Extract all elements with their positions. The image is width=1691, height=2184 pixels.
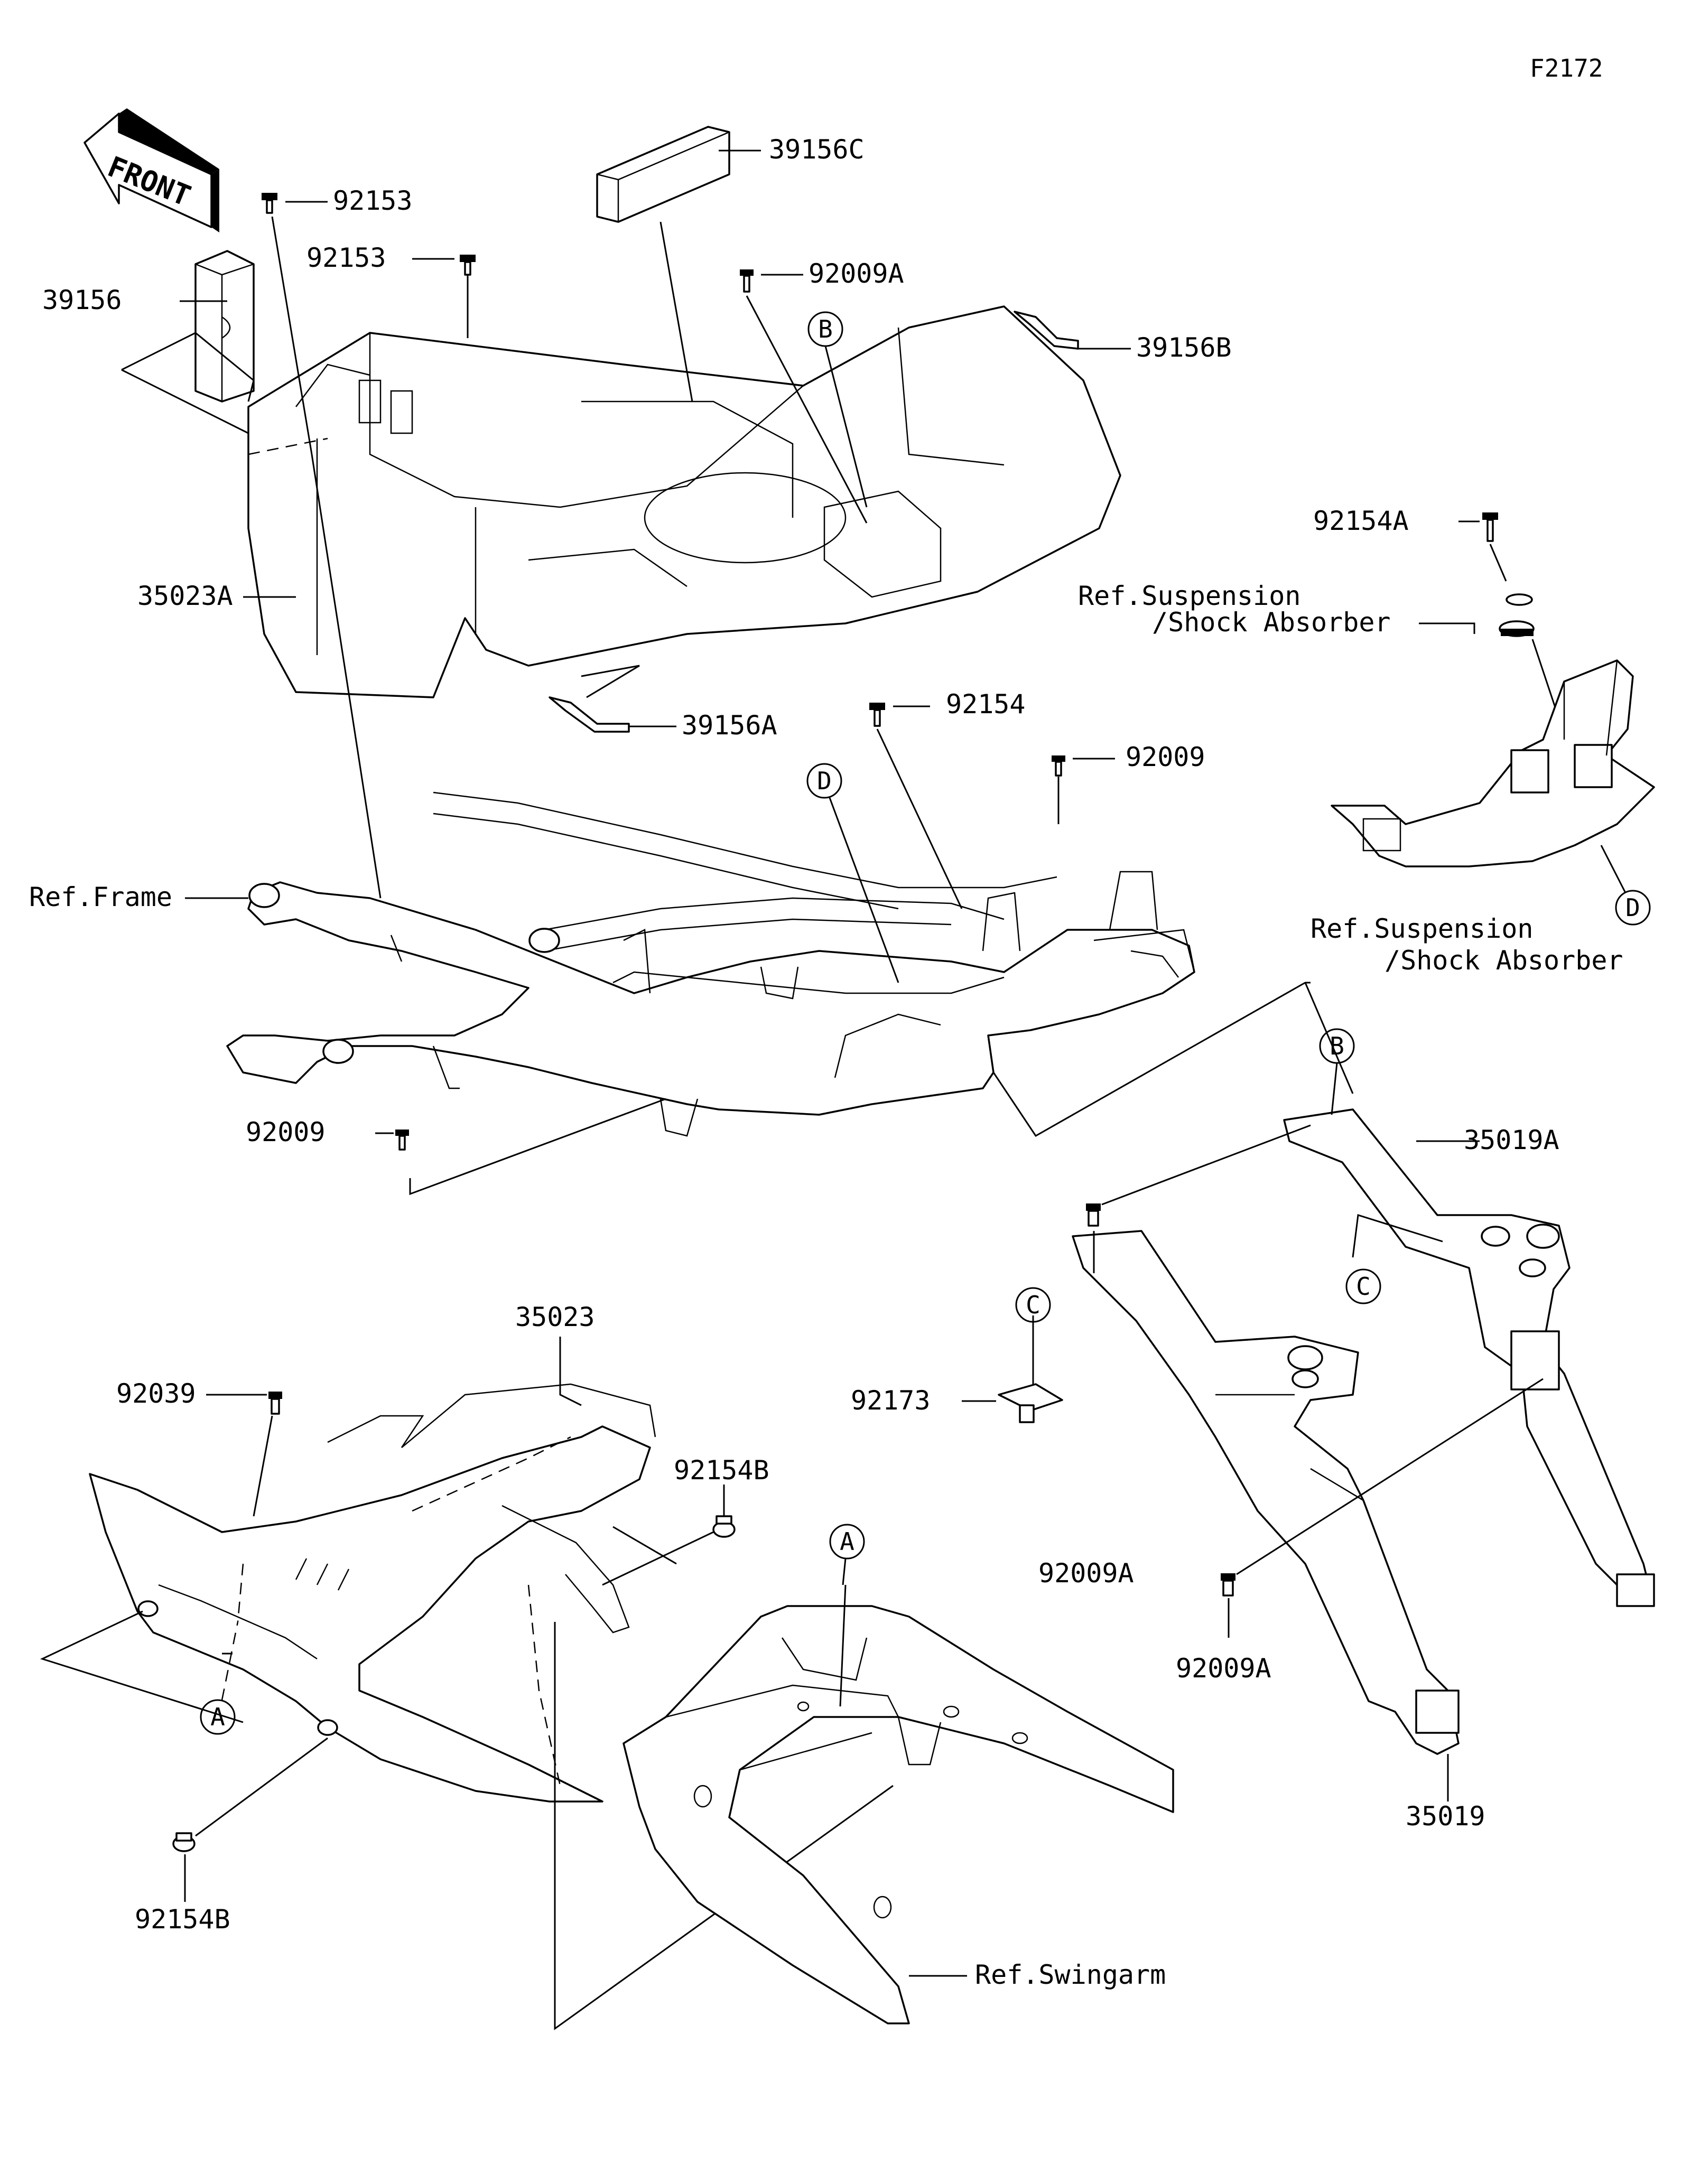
pad-39156 (194, 250, 255, 403)
callout-d-frame: D (806, 763, 842, 799)
shock-bracket (1331, 659, 1655, 867)
label-92009a-low: 92009A (1176, 1653, 1271, 1684)
leader-92154b-left-2 (195, 1737, 328, 1837)
leaders-top (121, 150, 1592, 909)
leader-a-swing-2 (842, 1558, 847, 1585)
label-ref-susp-bot-2: /Shock Absorber (1385, 945, 1623, 976)
bolt-92154b-left (172, 1832, 196, 1852)
leader-frame-b-2 (1304, 982, 1354, 1094)
svg-text:D: D (1625, 893, 1640, 922)
bolt-92154b-right (712, 1515, 736, 1538)
svg-text:A: A (210, 1703, 225, 1731)
leader-d-frame (829, 797, 899, 983)
leader-d-right (1600, 845, 1626, 892)
callout-c-clip: C (1015, 1287, 1051, 1323)
leader-c-right (1352, 1214, 1443, 1258)
leader-fender-hole (40, 1610, 244, 1723)
leader-92009a-mid (1101, 1124, 1311, 1206)
leader-92154b-right-2 (602, 1531, 714, 1586)
leader-35023a-frame (311, 454, 382, 899)
label-92154: 92154 (946, 689, 1026, 720)
pad-39156c (596, 126, 730, 223)
label-92009-top: 92009 (1126, 742, 1205, 772)
bolt-92154 (869, 703, 885, 727)
label-92173: 92173 (851, 1385, 931, 1416)
bolt-92153-a (262, 193, 277, 214)
label-39156c: 39156C (769, 134, 865, 165)
label-ref-swingarm: Ref.Swingarm (975, 1959, 1166, 1990)
label-35019: 35019 (1406, 1801, 1485, 1832)
label-92154a: 92154A (1313, 506, 1409, 536)
label-ref-susp-bot-1: Ref.Suspension (1311, 913, 1533, 944)
bolt-92039 (268, 1392, 282, 1415)
label-92009a-top: 92009A (809, 258, 904, 289)
label-92154b-left: 92154B (135, 1904, 230, 1935)
svg-text:C: C (1356, 1272, 1371, 1301)
label-92153-a: 92153 (333, 185, 413, 216)
label-92154b-right: 92154B (674, 1455, 769, 1486)
under-tray-35023a (247, 305, 1121, 698)
leader-92009a-low (1236, 1378, 1544, 1575)
strip-39156b (1014, 311, 1079, 350)
clip-92173 (998, 1383, 1063, 1423)
label-92009a-mid: 92009A (1038, 1558, 1134, 1589)
leader-92039-2 (253, 1415, 273, 1517)
label-ref-susp-top-1: Ref.Suspension (1078, 581, 1300, 611)
bolt-92009a-top (740, 269, 754, 293)
svg-text:C: C (1026, 1291, 1040, 1319)
leader-frame-b (992, 982, 1311, 1137)
label-35023: 35023 (515, 1302, 595, 1332)
callout-c-right: C (1345, 1268, 1381, 1304)
bushing-suspension (1499, 593, 1535, 637)
label-92153-b: 92153 (306, 242, 386, 273)
callout-a-fender: A (200, 1699, 236, 1735)
label-92039: 92039 (116, 1378, 196, 1409)
rear-frame (226, 791, 1195, 1137)
bolt-92153-b (460, 255, 476, 276)
label-35019a: 35019A (1464, 1125, 1559, 1155)
label-35023a: 35023A (137, 581, 233, 611)
bolt-92009-bottom (395, 1130, 409, 1151)
leader-b-right (1331, 1062, 1338, 1115)
svg-text:D: D (817, 767, 832, 795)
bolt-92154a (1482, 512, 1498, 542)
bracket-35019a (1283, 1108, 1655, 1607)
figure-id: F2172 (1530, 54, 1603, 82)
svg-text:B: B (1330, 1032, 1344, 1060)
label-ref-susp-top-2: /Shock Absorber (1152, 607, 1391, 638)
leader-35023 (559, 1337, 582, 1406)
rear-fender-35023 (89, 1383, 656, 1803)
callout-b-right: B (1319, 1028, 1355, 1064)
front-arrow-icon: FRONT (83, 108, 219, 232)
leader-a-swing (839, 1584, 847, 1707)
svg-text:B: B (818, 315, 833, 343)
label-39156b: 39156B (1136, 332, 1232, 363)
callout-b-top: B (807, 311, 843, 347)
strip-39156a (549, 696, 630, 733)
leader-a-fender-2 (221, 1621, 239, 1701)
bracket-35019 (1072, 1230, 1460, 1755)
bolt-92009a-low (1221, 1573, 1235, 1597)
leader-92154b-right-3 (612, 1526, 677, 1565)
leader-b-top (824, 346, 868, 508)
label-ref-frame: Ref.Frame (29, 882, 172, 912)
callout-a-swing: A (829, 1524, 865, 1560)
svg-text:A: A (840, 1527, 854, 1556)
label-39156: 39156 (42, 285, 122, 315)
label-39156a: 39156A (682, 710, 777, 741)
bolt-92009-top (1052, 755, 1065, 777)
bolt-92009a-mid (1086, 1203, 1101, 1227)
label-92009-bottom: 92009 (246, 1117, 326, 1147)
callout-d-right: D (1615, 890, 1651, 926)
leader-92009-bottom-2 (409, 1098, 666, 1196)
